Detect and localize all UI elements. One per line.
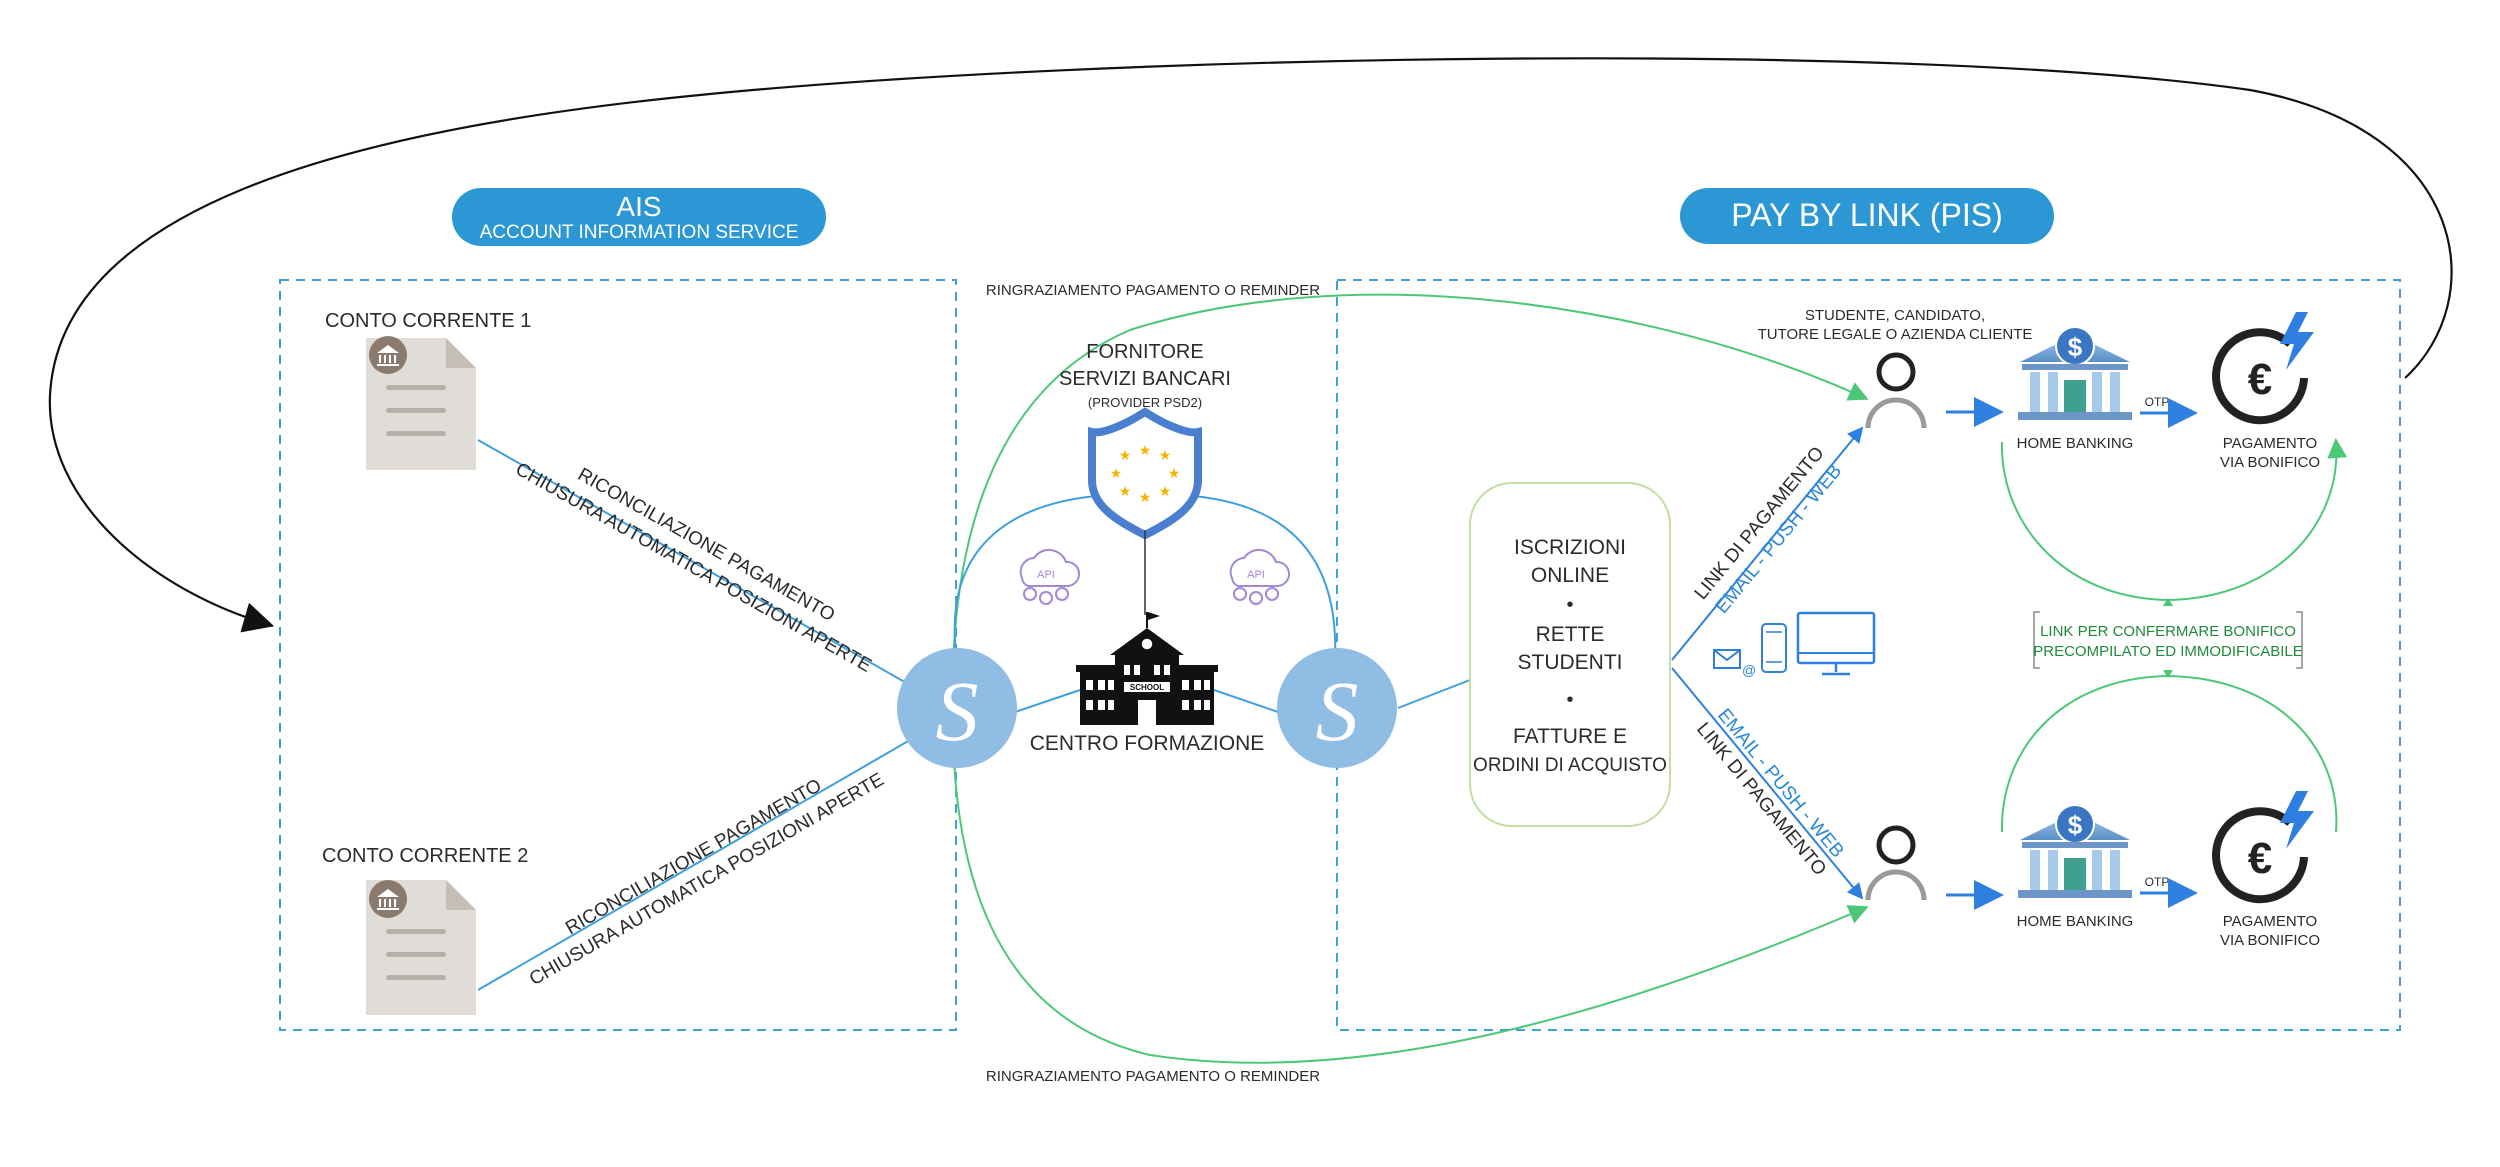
thanks-arc-top (951, 293, 1869, 771)
svg-text:S: S (1316, 663, 1359, 759)
bank-building-icon (369, 336, 407, 374)
payment-label-top-2: VIA BONIFICO (2220, 454, 2320, 471)
svg-text:€: € (2248, 834, 2272, 883)
service-1-line-2: ONLINE (1531, 564, 1609, 587)
bullet-2: • (1566, 689, 1573, 711)
home-banking-icon-top: $ (2018, 326, 2132, 420)
home-banking-icon-bottom: $ (2018, 804, 2132, 898)
user-icon-top (1865, 352, 1927, 429)
home-banking-label-bottom: HOME BANKING (2017, 913, 2134, 930)
provider-line-2: SERVIZI BANCARI (1059, 368, 1231, 390)
svg-text:★: ★ (1159, 483, 1172, 499)
bullet-1: • (1566, 594, 1573, 616)
svg-text:★: ★ (1119, 447, 1132, 463)
payment-link-line-top (1671, 426, 1864, 661)
thanks-arc-bottom (951, 649, 1869, 1064)
account-1-label: CONTO CORRENTE 1 (325, 310, 531, 332)
provider-line-1: FORNITORE (1086, 341, 1203, 363)
smartphone-icon (1761, 623, 1787, 673)
reconciliation-line-2 (477, 739, 911, 991)
lightning-icon (2280, 791, 2314, 849)
svg-text:€: € (2248, 355, 2272, 404)
confirm-label: LINK PER CONFERMARE BONIFICO PRECOMPILAT… (2033, 611, 2303, 669)
svg-text:RICONCILIAZIONE PAGAMENTO: RICONCILIAZIONE PAGAMENTO (574, 464, 838, 626)
payment-link-label-top: LINK DI PAGAMENTO EMAIL - PUSH - WEB (1691, 443, 1847, 618)
svg-text:★: ★ (1159, 447, 1172, 463)
reconciliation-label-2: RICONCILIAZIONE PAGAMENTO CHIUSURA AUTOM… (526, 769, 888, 990)
payer-label-line-1: STUDENTE, CANDIDATO, (1805, 307, 1985, 324)
desktop-monitor-icon (1796, 611, 1876, 676)
ais-subtitle: ACCOUNT INFORMATION SERVICE (480, 222, 799, 243)
account-2: CONTO CORRENTE 2 (322, 845, 528, 1015)
confirm-arc-bottom (2000, 674, 2338, 833)
ais-pill: AIS ACCOUNT INFORMATION SERVICE (452, 188, 826, 246)
services-box (1469, 482, 1671, 827)
svg-text:★: ★ (1168, 465, 1181, 481)
svg-text:★: ★ (1110, 465, 1123, 481)
svg-text:S: S (936, 663, 979, 759)
svg-text:CHIUSURA AUTOMATICA POSIZIONI: CHIUSURA AUTOMATICA POSIZIONI APERTE (526, 769, 888, 990)
svg-text:LINK DI PAGAMENTO: LINK DI PAGAMENTO (1691, 443, 1829, 604)
service-3-line-1: FATTURE E (1513, 725, 1627, 748)
provider-arc (953, 494, 1337, 661)
account-2-label: CONTO CORRENTE 2 (322, 845, 528, 867)
svg-text:$: $ (2068, 810, 2083, 840)
provider-line-3: (PROVIDER PSD2) (1088, 395, 1202, 410)
payment-link-line-bottom (1671, 667, 1864, 900)
api-cloud-icon-right: API (1229, 548, 1290, 605)
euro-payment-icon-top: € (2212, 312, 2314, 425)
payment-label-bottom-1: PAGAMENTO (2223, 913, 2317, 930)
lightning-icon (2280, 312, 2314, 370)
svg-text:PRECOMPILATO ED IMMODIFICABILE: PRECOMPILATO ED IMMODIFICABILE (2033, 643, 2303, 660)
service-3-line-2: ORDINI DI ACQUISTO (1473, 755, 1667, 776)
eu-shield-icon: ★ ★ ★ ★ ★ ★ ★ ★ (1088, 407, 1202, 540)
svg-text:@: @ (1742, 662, 1756, 678)
service-2-line-1: RETTE (1536, 623, 1605, 646)
home-banking-label-top: HOME BANKING (2017, 435, 2134, 452)
service-1-line-1: ISCRIZIONI (1514, 536, 1626, 559)
school-label: CENTRO FORMAZIONE (1030, 732, 1265, 755)
svg-text:SCHOOL: SCHOOL (1130, 683, 1164, 692)
otp-label-top: OTP (2145, 395, 2170, 409)
svg-text:API: API (1037, 569, 1055, 581)
svg-text:★: ★ (1119, 483, 1132, 499)
otp-label-bottom: OTP (2145, 875, 2170, 889)
school-building-icon: SCHOOL (1076, 612, 1218, 725)
ais-title: AIS (616, 191, 661, 222)
svg-text:★: ★ (1139, 489, 1152, 505)
thanks-label-top: RINGRAZIAMENTO PAGAMENTO O REMINDER (986, 282, 1320, 299)
user-icon-bottom (1865, 825, 1927, 901)
svg-text:$: $ (2068, 332, 2083, 362)
euro-payment-icon-bottom: € (2212, 791, 2314, 904)
reconciliation-line-1 (477, 439, 911, 686)
svg-text:CHIUSURA AUTOMATICA POSIZIONI: CHIUSURA AUTOMATICA POSIZIONI APERTE (512, 459, 875, 677)
payment-label-top-1: PAGAMENTO (2223, 435, 2317, 452)
provider-logo-right: S (1277, 648, 1397, 768)
svg-text:★: ★ (1139, 442, 1152, 458)
svg-text:API: API (1247, 569, 1265, 581)
service-2-line-2: STUDENTI (1518, 651, 1623, 674)
ais-box (279, 279, 957, 1031)
payer-label-line-2: TUTORE LEGALE O AZIENDA CLIENTE (1758, 326, 2033, 343)
bank-building-icon (369, 880, 407, 918)
reconciliation-label-1: RICONCILIAZIONE PAGAMENTO CHIUSURA AUTOM… (512, 459, 875, 677)
payment-link-label-bottom: EMAIL - PUSH - WEB LINK DI PAGAMENTO (1692, 705, 1848, 880)
feedback-loop-arrow (48, 57, 2453, 633)
email-icon: @ (1713, 649, 1756, 678)
payment-label-bottom-2: VIA BONIFICO (2220, 932, 2320, 949)
thanks-label-bottom: RINGRAZIAMENTO PAGAMENTO O REMINDER (986, 1068, 1320, 1085)
pis-title: PAY BY LINK (PIS) (1731, 197, 2003, 233)
provider-logo-left: S (897, 648, 1017, 768)
svg-text:RICONCILIAZIONE PAGAMENTO: RICONCILIAZIONE PAGAMENTO (562, 775, 825, 939)
pis-pill: PAY BY LINK (PIS) (1680, 188, 2054, 244)
api-cloud-icon-left: API (1019, 548, 1080, 605)
account-1: CONTO CORRENTE 1 (325, 310, 531, 470)
svg-text:LINK PER CONFERMARE BONIFICO: LINK PER CONFERMARE BONIFICO (2040, 623, 2296, 640)
